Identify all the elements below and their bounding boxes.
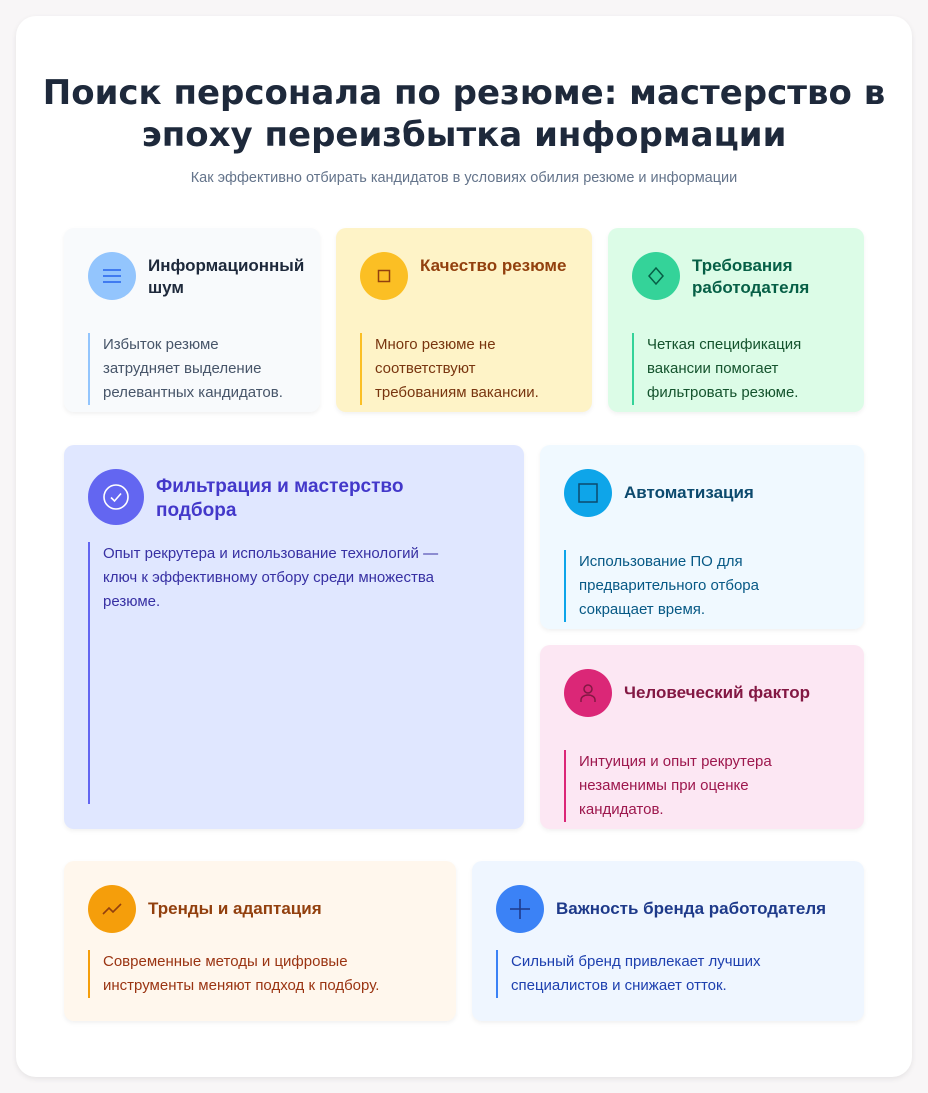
card-text: Избыток резюме затрудняет выделение реле… (88, 333, 293, 405)
card-text: Четкая спецификация вакансии помогает фи… (632, 333, 837, 405)
card-human-factor: Человеческий фактор Интуиция и опыт рекр… (540, 645, 864, 829)
card-resume-quality: Качество резюме Много резюме не соответс… (336, 228, 592, 412)
card-title: Фильтрация и мастерство подбора (156, 476, 404, 521)
menu-lines-icon (88, 252, 136, 300)
page-title: Поиск персонала по резюме: мастерство в … (42, 73, 886, 155)
page-subtitle: Как эффективно отбирать кандидатов в усл… (190, 170, 738, 186)
card-text: Современные методы и цифровые инструмент… (88, 950, 433, 998)
card-text: Много резюме не соответствуют требования… (360, 333, 565, 405)
card-trends-adaptation: Тренды и адаптация Современные методы и … (64, 861, 456, 1021)
trend-line-icon (88, 885, 136, 933)
card-text: Сильный бренд привлекает лучших специали… (496, 950, 841, 998)
card-automation: Автоматизация Использование ПО для предв… (540, 445, 864, 629)
card-title: Качество резюме (420, 256, 567, 275)
check-circle-icon (88, 469, 144, 525)
card-title: Важность бренда работодателя (556, 899, 827, 918)
person-icon (564, 669, 612, 717)
card-text: Интуиция и опыт рекрутера незаменимы при… (564, 750, 809, 822)
card-title: Информационный шум (148, 256, 305, 297)
card-text: Опыт рекрутера и использование технологи… (88, 542, 463, 804)
card-title: Требования работодателя (692, 256, 810, 297)
infographic-page: Поиск персонала по резюме: мастерство в … (16, 16, 912, 1077)
card-filtering-mastery: Фильтрация и мастерство подбора Опыт рек… (64, 445, 524, 829)
card-title: Тренды и адаптация (148, 899, 322, 918)
card-employer-brand: Важность бренда работодателя Сильный бре… (472, 861, 864, 1021)
plus-icon (496, 885, 544, 933)
diamond-icon (632, 252, 680, 300)
card-text: Использование ПО для предварительного от… (564, 550, 809, 622)
card-employer-requirements: Требования работодателя Четкая специфика… (608, 228, 864, 412)
card-title: Человеческий фактор (624, 683, 811, 702)
square-icon (360, 252, 408, 300)
square-icon (564, 469, 612, 517)
card-title: Автоматизация (624, 483, 754, 502)
card-information-noise: Информационный шум Избыток резюме затруд… (64, 228, 320, 412)
